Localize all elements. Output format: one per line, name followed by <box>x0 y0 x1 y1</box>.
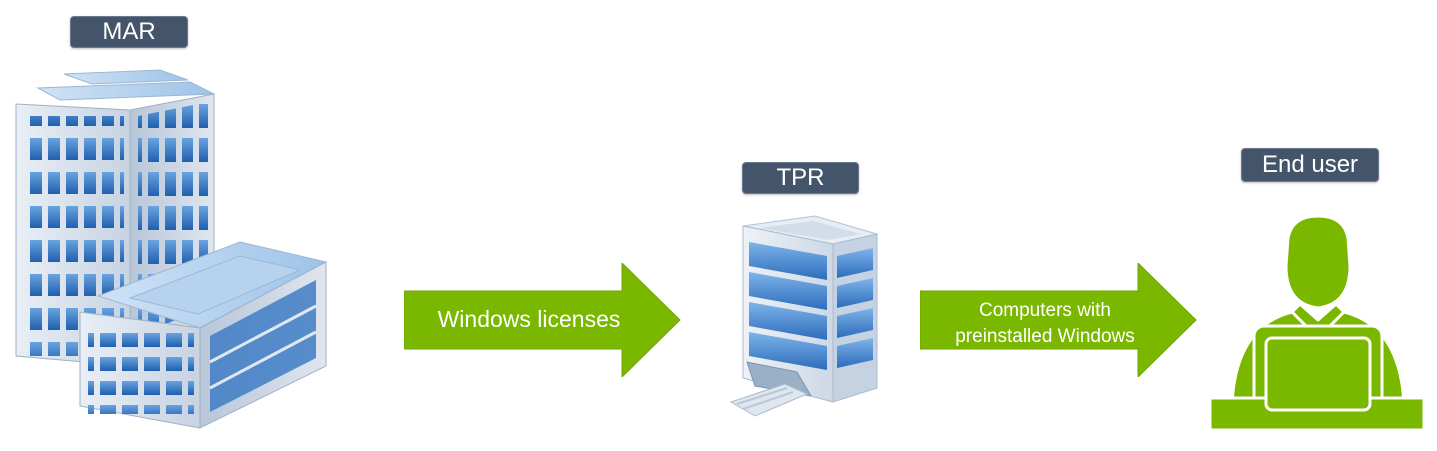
tpr-label: TPR <box>742 162 859 194</box>
arrow-2-shape <box>920 263 1197 377</box>
mar-label: MAR <box>70 16 188 48</box>
office-building-icon <box>729 215 879 417</box>
arrow-1-shape <box>404 263 681 377</box>
flow-arrow-1 <box>404 263 681 377</box>
person-with-laptop-icon <box>1208 214 1426 432</box>
large-office-building-icon <box>15 69 328 429</box>
flow-1-label: Windows licenses <box>437 306 621 332</box>
end-user-label: End user <box>1241 148 1379 182</box>
flow-arrow-2 <box>920 263 1197 377</box>
